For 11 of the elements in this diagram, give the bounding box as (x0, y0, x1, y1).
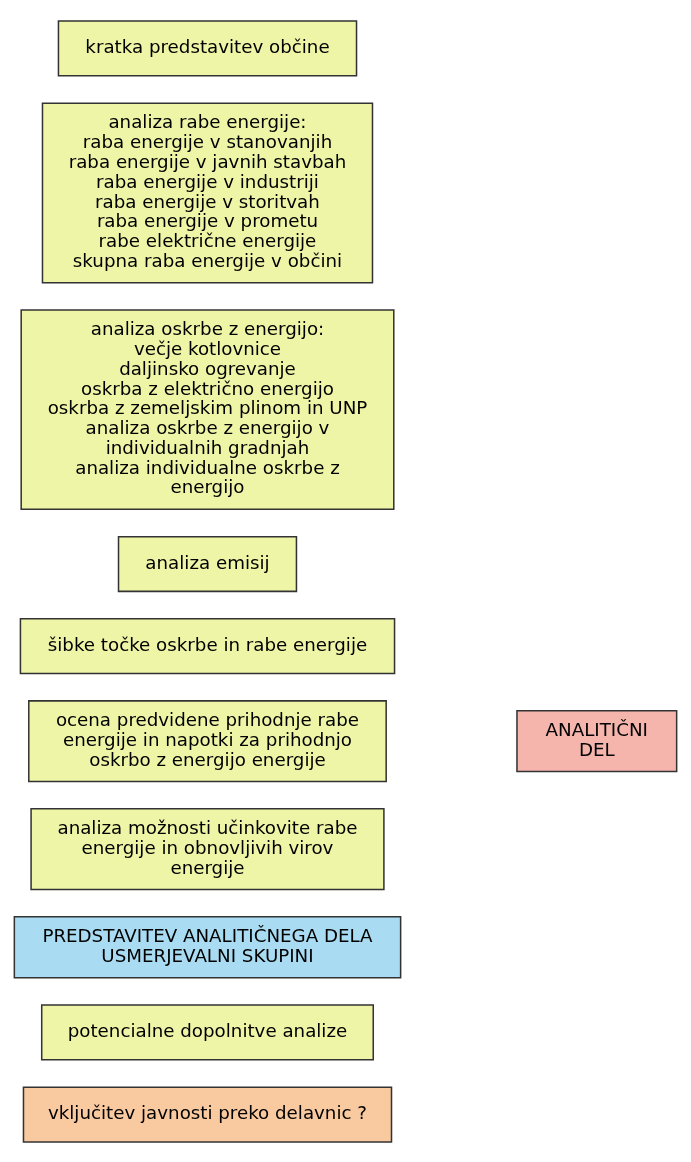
node-box: ocena predvidene prihodnje rabe energije in napotki za prihodnjo oskrbo z energijo energije (28, 699, 387, 782)
node-box: ANALITIČNI DEL (516, 709, 678, 772)
node-box: kratka predstavitev občine (57, 19, 358, 77)
node-box: vključitev javnosti preko delavnic ? (22, 1085, 393, 1143)
node-box: analiza rabe energije: raba energije v stanovanjih raba energije v javnih stavbah raba energije v industriji raba energije v storitvah raba energije v prometu rabe električne energije skupna raba energije v občini (41, 101, 374, 283)
node-box: potencialne dopolnitve analize (40, 1003, 374, 1061)
node-box: analiza oskrbe z energijo: večje kotlovnice daljinsko ogrevanje oskrba z električno energijo oskrba z zemeljskim plinom in UNP analiza oskrbe z energijo v individualnih gradnjah analiza individualne oskrbe z energijo (20, 308, 395, 510)
node-box: analiza emisij (117, 535, 298, 592)
node-box: šibke točke oskrbe in rabe energije (19, 617, 396, 674)
node-box: PREDSTAVITEV ANALITIČNEGA DELA USMERJEVALNI SKUPINI (13, 915, 402, 978)
node-box: analiza možnosti učinkovite rabe energije in obnovljivih virov energije (30, 807, 385, 890)
